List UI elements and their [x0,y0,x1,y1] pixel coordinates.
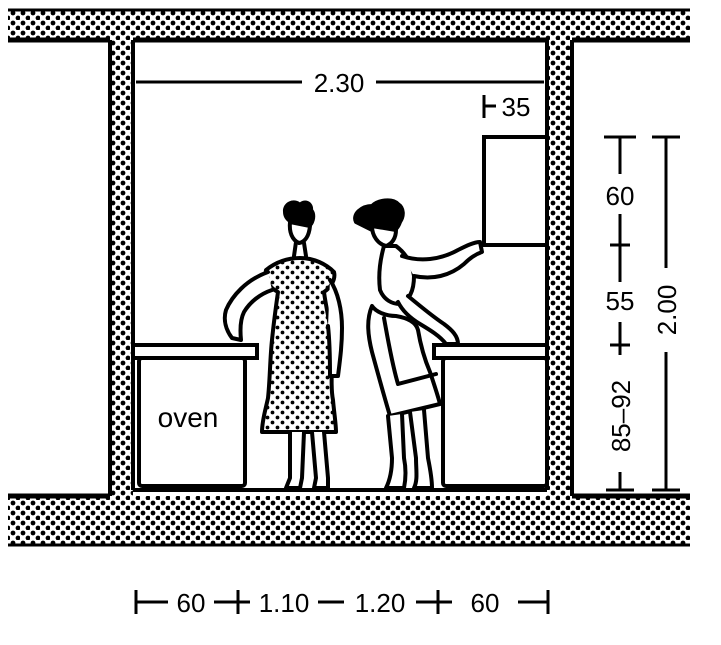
right-counter [432,343,549,488]
total-height-dimension [652,135,680,492]
woman-figure-left [222,200,344,490]
woman-figure-right [353,198,484,490]
counter-height-label: 85–92 [606,380,636,452]
cabinet-depth-dimension [482,95,496,118]
bottom-dim-left: 60 [177,588,206,618]
right-wall [545,38,574,498]
vertical-dimension-chain [604,135,636,492]
bottom-dim-mid-left: 1.10 [259,588,310,618]
floor-slab [8,488,690,547]
bottom-dimension-chain [134,590,550,614]
room-width-label: 2.30 [314,68,365,98]
bottom-dim-right: 60 [471,588,500,618]
wall-cabinet [482,135,549,247]
total-height-label: 2.00 [652,285,682,336]
oven-label: oven [158,402,219,433]
ceiling-slab [8,8,690,43]
bottom-dim-mid-right: 1.20 [355,588,406,618]
left-wall [108,38,135,498]
gap-height-label: 55 [606,286,635,316]
wall-cabinet-height-label: 60 [606,181,635,211]
oven-counter: oven [131,343,259,488]
cabinet-depth-label: 35 [502,92,531,122]
